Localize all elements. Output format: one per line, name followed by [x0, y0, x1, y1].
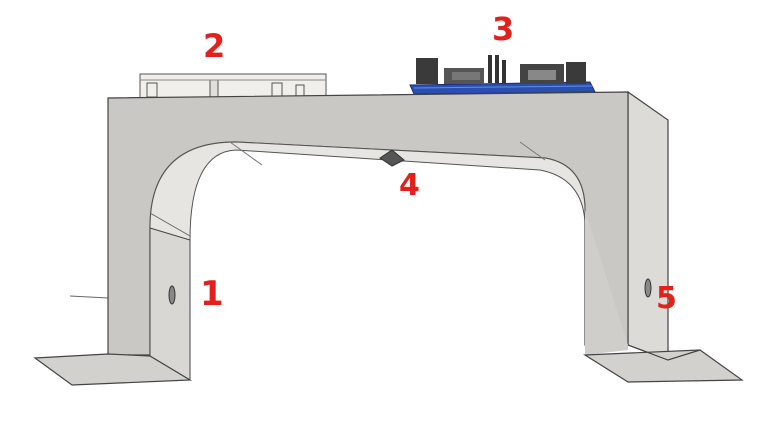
- wire: [69, 295, 109, 299]
- left-foot: [33, 353, 193, 386]
- label-5: 5: [656, 281, 677, 316]
- hole-right: [644, 278, 652, 298]
- label-4: 4: [399, 168, 420, 203]
- connector-block: [139, 73, 327, 101]
- pcb-board: [409, 55, 596, 95]
- label-3: 3: [492, 10, 514, 48]
- label-1: 1: [200, 274, 224, 314]
- label-2: 2: [203, 27, 225, 65]
- right-foot: [583, 349, 744, 383]
- bracket-body: [107, 90, 669, 381]
- hole-left: [168, 285, 176, 305]
- notch-tab: [379, 149, 405, 167]
